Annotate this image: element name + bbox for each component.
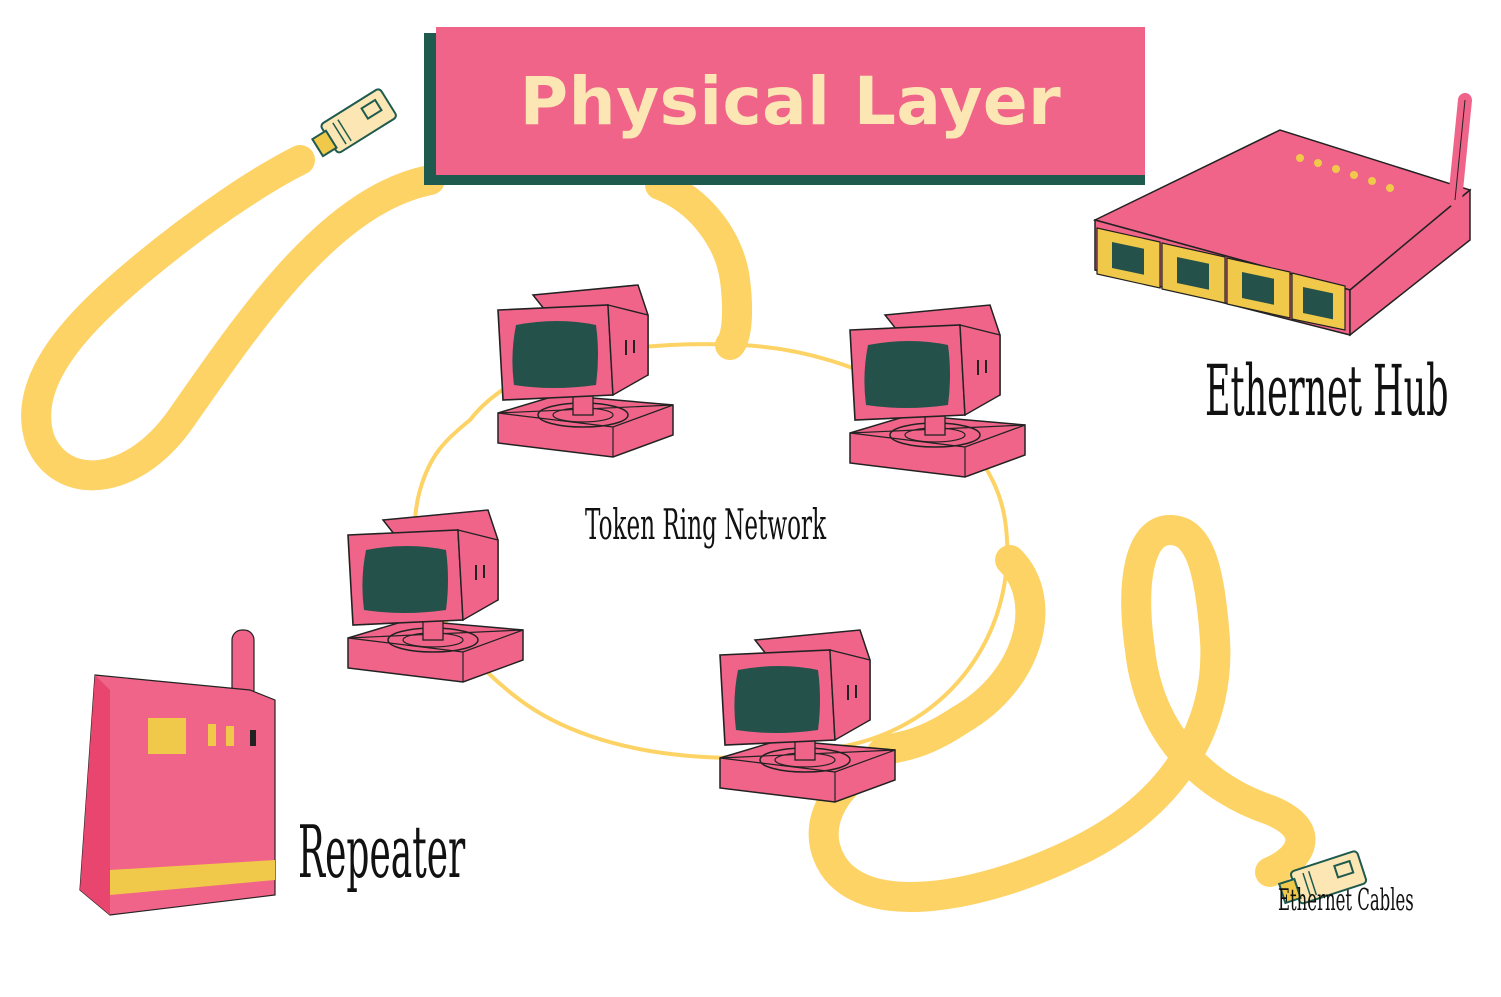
banner-shadow-side [424,33,438,185]
left-cable [21,145,445,491]
banner-shadow-bottom [424,173,1145,185]
monitor-icon [347,509,524,683]
ethernet-hub-label: Ethernet Hub [1205,350,1449,432]
repeater-icon [79,629,276,916]
right-cable [808,514,1316,912]
ethernet-hub-icon [1092,93,1472,337]
page-title: Physical Layer [519,62,1062,140]
banner-cable [645,170,753,360]
monitor-icon [719,629,896,803]
rj45-connector-icon [307,86,399,163]
title-banner: Physical Layer [424,27,1145,185]
monitor-icon [497,284,674,458]
ethernet-cables-label: Ethernet Cables [1278,883,1414,918]
banner-face: Physical Layer [436,27,1145,175]
repeater-label: Repeater [298,810,466,894]
token-ring-label: Token Ring Network [585,500,827,549]
monitor-icon [849,304,1026,478]
